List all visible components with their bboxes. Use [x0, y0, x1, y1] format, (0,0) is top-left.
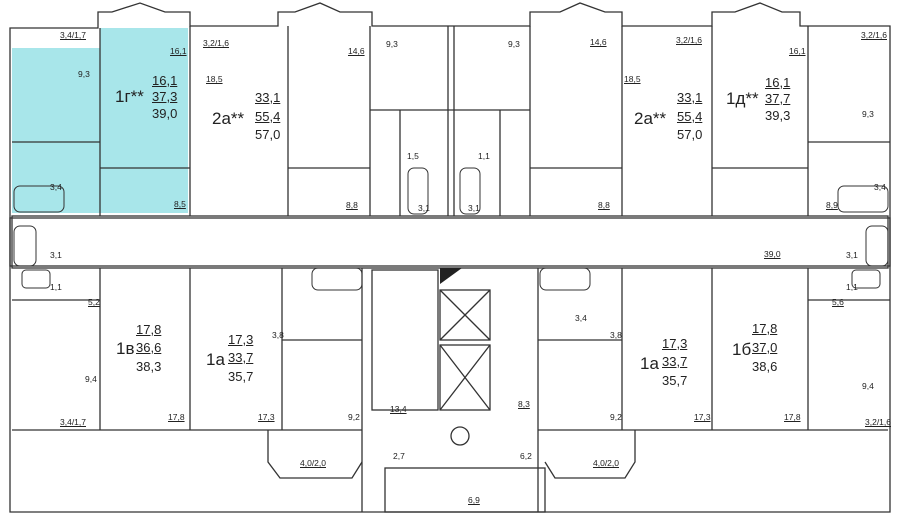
- area-lobby-8: 8,3: [518, 399, 530, 409]
- apt-1v-usable: 36,6: [136, 340, 162, 355]
- area-room-1b: 17,8: [784, 412, 801, 422]
- area-balcony-br: 3,2/1,6: [865, 417, 891, 427]
- apt-1b-type: 1б: [732, 340, 752, 359]
- area-room-1a-l: 17,3: [258, 412, 275, 422]
- apt-1g-living: 16,1: [152, 73, 178, 88]
- area-bath-1b: 1,1: [846, 282, 858, 292]
- area-bath-2a-l: 1,5: [407, 151, 419, 161]
- area-room-1a-r: 17,3: [694, 412, 711, 422]
- apt-1v-type: 1в: [116, 339, 135, 358]
- area-room-1d: 16,1: [789, 46, 806, 56]
- area-room-2a-r-small: 14,6: [590, 37, 607, 47]
- area-hall-1g: 8,5: [174, 199, 186, 209]
- area-bath-1g: 3,4: [50, 182, 62, 192]
- area-kitchen-2a-r: 9,3: [508, 39, 520, 49]
- area-loggia-r: 4,0/2,0: [593, 458, 619, 468]
- area-wc-1b: 3,1: [846, 250, 858, 260]
- apt-1d-living: 16,1: [765, 75, 791, 90]
- area-kitchen-1g: 9,3: [78, 69, 90, 79]
- area-room-2a-l-small: 14,6: [348, 46, 365, 56]
- fixtures: [13, 167, 889, 291]
- stair-mark: [440, 268, 462, 284]
- area-vest-27: 2,7: [393, 451, 405, 461]
- area-kitchen-2a-l: 9,3: [386, 39, 398, 49]
- area-hall-1b: 5,6: [832, 297, 844, 307]
- area-wc-2a-r: 3,1: [468, 203, 480, 213]
- apt-1d-total: 39,3: [765, 108, 791, 123]
- apt-1b-usable: 37,0: [752, 340, 778, 355]
- apt-2a-right-total: 57,0: [677, 127, 703, 142]
- area-hall-2a-l: 8,8: [346, 200, 358, 210]
- apt-2a-left-total: 57,0: [255, 127, 281, 142]
- area-balcony-2a-l: 3,2/1,6: [203, 38, 229, 48]
- area-hall-1d: 8,9: [826, 200, 838, 210]
- area-room-1g: 16,1: [170, 46, 187, 56]
- apt-1a-left-living: 17,3: [228, 332, 254, 347]
- apt-1b-total: 38,6: [752, 359, 778, 374]
- apt-2a-left-type: 2а**: [212, 109, 245, 128]
- area-bath-1a-r: 3,8: [610, 330, 622, 340]
- area-room-1v: 17,8: [168, 412, 185, 422]
- area-wc-1v: 3,1: [50, 250, 62, 260]
- apt-1a-left-type: 1а: [206, 350, 225, 369]
- area-bath-2a-r: 1,1: [478, 151, 490, 161]
- apt-1a-right-type: 1а: [640, 354, 659, 373]
- apt-1d-usable: 37,7: [765, 91, 791, 106]
- apt-1a-right-living: 17,3: [662, 336, 688, 351]
- area-room-2a-r-big: 18,5: [624, 74, 641, 84]
- apt-2a-right-usable: 55,4: [677, 109, 703, 124]
- area-hall-1a-l: 3,4: [575, 313, 587, 323]
- area-bath-1d: 3,4: [874, 182, 886, 192]
- area-room-2a-l-big: 18,5: [206, 74, 223, 84]
- apt-1g-type: 1г**: [115, 87, 144, 106]
- area-loggia-l: 4,0/2,0: [300, 458, 326, 468]
- area-balcony-bl: 3,4/1,7: [60, 417, 86, 427]
- apt-1g-total: 39,0: [152, 106, 178, 121]
- apt-1g-usable: 37,3: [152, 89, 178, 104]
- area-balcony-tl: 3,4/1,7: [60, 30, 86, 40]
- area-hall-2a-r: 8,8: [598, 200, 610, 210]
- area-kitchen-1v: 9,4: [85, 374, 97, 384]
- area-stair-13: 13,4: [390, 404, 407, 414]
- apt-1d-type: 1д**: [726, 89, 759, 108]
- area-bath-1a-l: 3,8: [272, 330, 284, 340]
- apt-1v-living: 17,8: [136, 322, 162, 337]
- area-balcony-tr: 3,2/1,6: [861, 30, 887, 40]
- area-corridor: 39,0: [764, 249, 781, 259]
- area-hall-1v: 5,2: [88, 297, 100, 307]
- area-kitchen-1d: 9,3: [862, 109, 874, 119]
- apt-1a-left-total: 35,7: [228, 369, 254, 384]
- apt-1v-total: 38,3: [136, 359, 162, 374]
- area-kitchen-1a-l: 9,2: [348, 412, 360, 422]
- area-vest-62: 6,2: [520, 451, 532, 461]
- area-kitchen-1a-r: 9,2: [610, 412, 622, 422]
- area-balcony-2a-r: 3,2/1,6: [676, 35, 702, 45]
- area-bath-1v: 1,1: [50, 282, 62, 292]
- apt-1a-right-usable: 33,7: [662, 354, 688, 369]
- area-entry-69: 6,9: [468, 495, 480, 505]
- apt-2a-left-living: 33,1: [255, 90, 281, 105]
- apt-2a-right-type: 2а**: [634, 109, 667, 128]
- apt-2a-left-usable: 55,4: [255, 109, 281, 124]
- apt-1a-left-usable: 33,7: [228, 350, 254, 365]
- apt-2a-right-living: 33,1: [677, 90, 703, 105]
- area-wc-2a-l: 3,1: [418, 203, 430, 213]
- apt-1a-right-total: 35,7: [662, 373, 688, 388]
- apt-1b-living: 17,8: [752, 321, 778, 336]
- area-kitchen-1b: 9,4: [862, 381, 874, 391]
